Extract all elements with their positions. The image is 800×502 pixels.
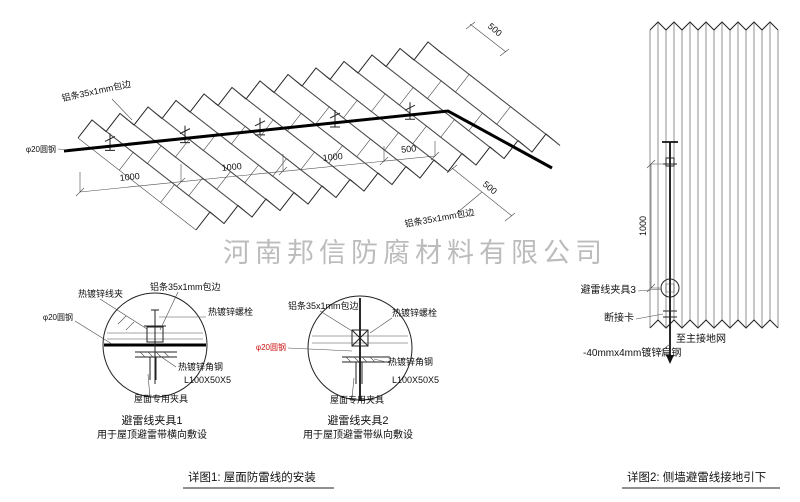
detail2-hatching xyxy=(345,356,376,363)
figure-captions: 详图1: 屋面防雷线的安装 详图2: 侧墙避雷线接地引下 xyxy=(183,470,780,489)
down-conductor-line xyxy=(662,141,678,358)
detail-circle-2: 铝条35x1mm包边 热镀锌螺栓 φ20圆钢 热镀锌角钢 L100X50X5 屋… xyxy=(256,295,439,441)
detail-circle-1: 热镀锌线夹 铝条35x1mm包边 热镀锌螺栓 φ20圆钢 热镀锌角钢 L100X… xyxy=(43,281,253,441)
detail1-label-alum: 铝条35x1mm包边 xyxy=(150,281,221,292)
detail1-leaders xyxy=(74,291,206,399)
detail1-label-angle: 热镀锌角钢 xyxy=(178,361,223,372)
leader-alum-right xyxy=(457,191,483,213)
detail1-label-wire-clamp: 热镀锌线夹 xyxy=(78,288,123,299)
roof-corrugation xyxy=(77,41,561,231)
label-to-ground-grid: 至主接地网 xyxy=(676,332,726,345)
dim-1000-c: 1000 xyxy=(322,151,343,163)
leader-alum-top xyxy=(111,98,133,121)
detail2-label-angle-size: L100X50X5 xyxy=(392,375,439,385)
detail1-bolt xyxy=(151,309,159,384)
detail2-angle-steel xyxy=(342,356,390,384)
roof-overlay: 1000 1000 1000 500 500 500 铝条35x1mm包边 φ2… xyxy=(26,21,553,229)
detail1-label-bolt: 热镀锌螺栓 xyxy=(208,306,253,317)
label-disconnect-card: 断接卡 xyxy=(604,311,634,324)
label-aluminum-strip-right: 铝条35x1mm包边 xyxy=(404,206,475,229)
down-conductor-arrow xyxy=(666,355,674,364)
disconnect-card-bars xyxy=(663,310,677,318)
detail2-title: 避雷线夹具2 xyxy=(327,413,388,427)
detail1-hatching xyxy=(117,315,170,358)
detail2-subtitle: 用于屋顶避雷带纵向敷设 xyxy=(303,428,413,441)
generated-line xyxy=(649,22,779,328)
detail2-label-bolt: 热镀锌螺栓 xyxy=(392,307,437,318)
dim-1000-b: 1000 xyxy=(221,161,242,173)
detail2-leaders xyxy=(287,310,393,399)
detail2-label-rod: φ20圆钢 xyxy=(256,342,286,352)
leader-rod-left xyxy=(57,148,69,151)
lightning-conductor-line xyxy=(63,109,553,170)
dim-500-chain: 500 xyxy=(401,143,417,155)
clamp3-inner xyxy=(665,283,675,293)
detail2-label-roof-clamp: 屋面专用夹具 xyxy=(330,394,384,405)
company-watermark: 河南邦信防腐材料有限公司 xyxy=(223,238,607,268)
clamp3-circle xyxy=(660,278,680,298)
detail1-label-roof-clamp: 屋面专用夹具 xyxy=(134,393,188,404)
dimension-line-topright xyxy=(465,21,510,57)
dim-500-slope: 500 xyxy=(481,179,499,196)
caption-figure1: 详图1: 屋面防雷线的安装 xyxy=(188,470,316,484)
generated-line xyxy=(77,41,561,231)
dimension-line-main xyxy=(75,141,440,197)
detail2-label-alum: 铝条35x1mm包边 xyxy=(288,300,359,311)
detail2-label-angle: 热镀锌角钢 xyxy=(388,356,433,367)
generated-line xyxy=(649,21,779,31)
label-rod-steel-left: φ20圆钢 xyxy=(26,144,56,154)
wall-leaders xyxy=(635,288,671,353)
detail1-label-rod: φ20圆钢 xyxy=(43,312,73,322)
dim-500-topright: 500 xyxy=(486,21,504,38)
label-aluminum-strip-top: 铝条35x1mm包边 xyxy=(61,78,132,103)
dim-1000-a: 1000 xyxy=(119,171,140,183)
detail1-label-angle-size: L100X50X5 xyxy=(184,375,231,385)
top-clamp xyxy=(663,157,677,167)
detail1-title: 避雷线夹具1 xyxy=(121,413,182,427)
label-clamp3: 避雷线夹具3 xyxy=(580,283,636,296)
wall-corrugation xyxy=(649,21,779,329)
wall-overlay: 1000 避雷线夹具3 断接卡 至主接地网 -40mmx4mm镀锌扁钢 xyxy=(580,141,726,364)
label-flat-steel: -40mmx4mm镀锌扁钢 xyxy=(583,346,681,359)
detail1-circle xyxy=(102,292,208,398)
detail2-sheet-lines xyxy=(312,335,408,344)
wall-dimension-line xyxy=(646,159,664,293)
detail2-clamp xyxy=(351,329,369,347)
detail1-angle-steel xyxy=(135,351,177,380)
wall-dim-1000: 1000 xyxy=(638,216,648,236)
detail1-subtitle: 用于屋顶避雷带横向敷设 xyxy=(97,428,207,441)
caption-figure2: 详图2: 侧墙避雷线接地引下 xyxy=(627,470,766,484)
